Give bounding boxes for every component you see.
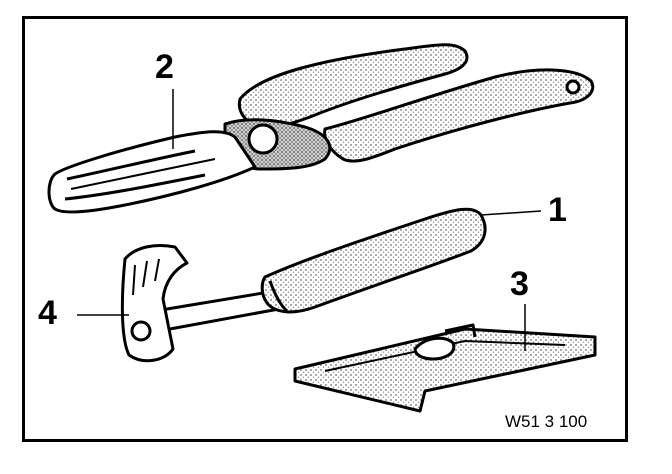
plate-tool bbox=[293, 323, 597, 413]
leader-lines bbox=[77, 89, 542, 351]
pliers bbox=[47, 43, 595, 214]
hook-head bbox=[120, 244, 189, 363]
figure-reference: W51 3 100 bbox=[505, 412, 588, 431]
pliers-lower-handle bbox=[323, 68, 595, 163]
handle-tool bbox=[120, 207, 487, 363]
callout-1: 1 bbox=[548, 191, 567, 229]
callout-3: 3 bbox=[510, 265, 529, 303]
leader-1 bbox=[480, 210, 542, 216]
handle-grip bbox=[260, 207, 487, 314]
callout-2: 2 bbox=[155, 48, 174, 86]
callout-4: 4 bbox=[38, 294, 57, 332]
handle-shaft bbox=[153, 289, 281, 333]
tools-illustration bbox=[47, 43, 597, 413]
plate-body bbox=[293, 327, 597, 413]
diagram-frame bbox=[22, 16, 628, 442]
